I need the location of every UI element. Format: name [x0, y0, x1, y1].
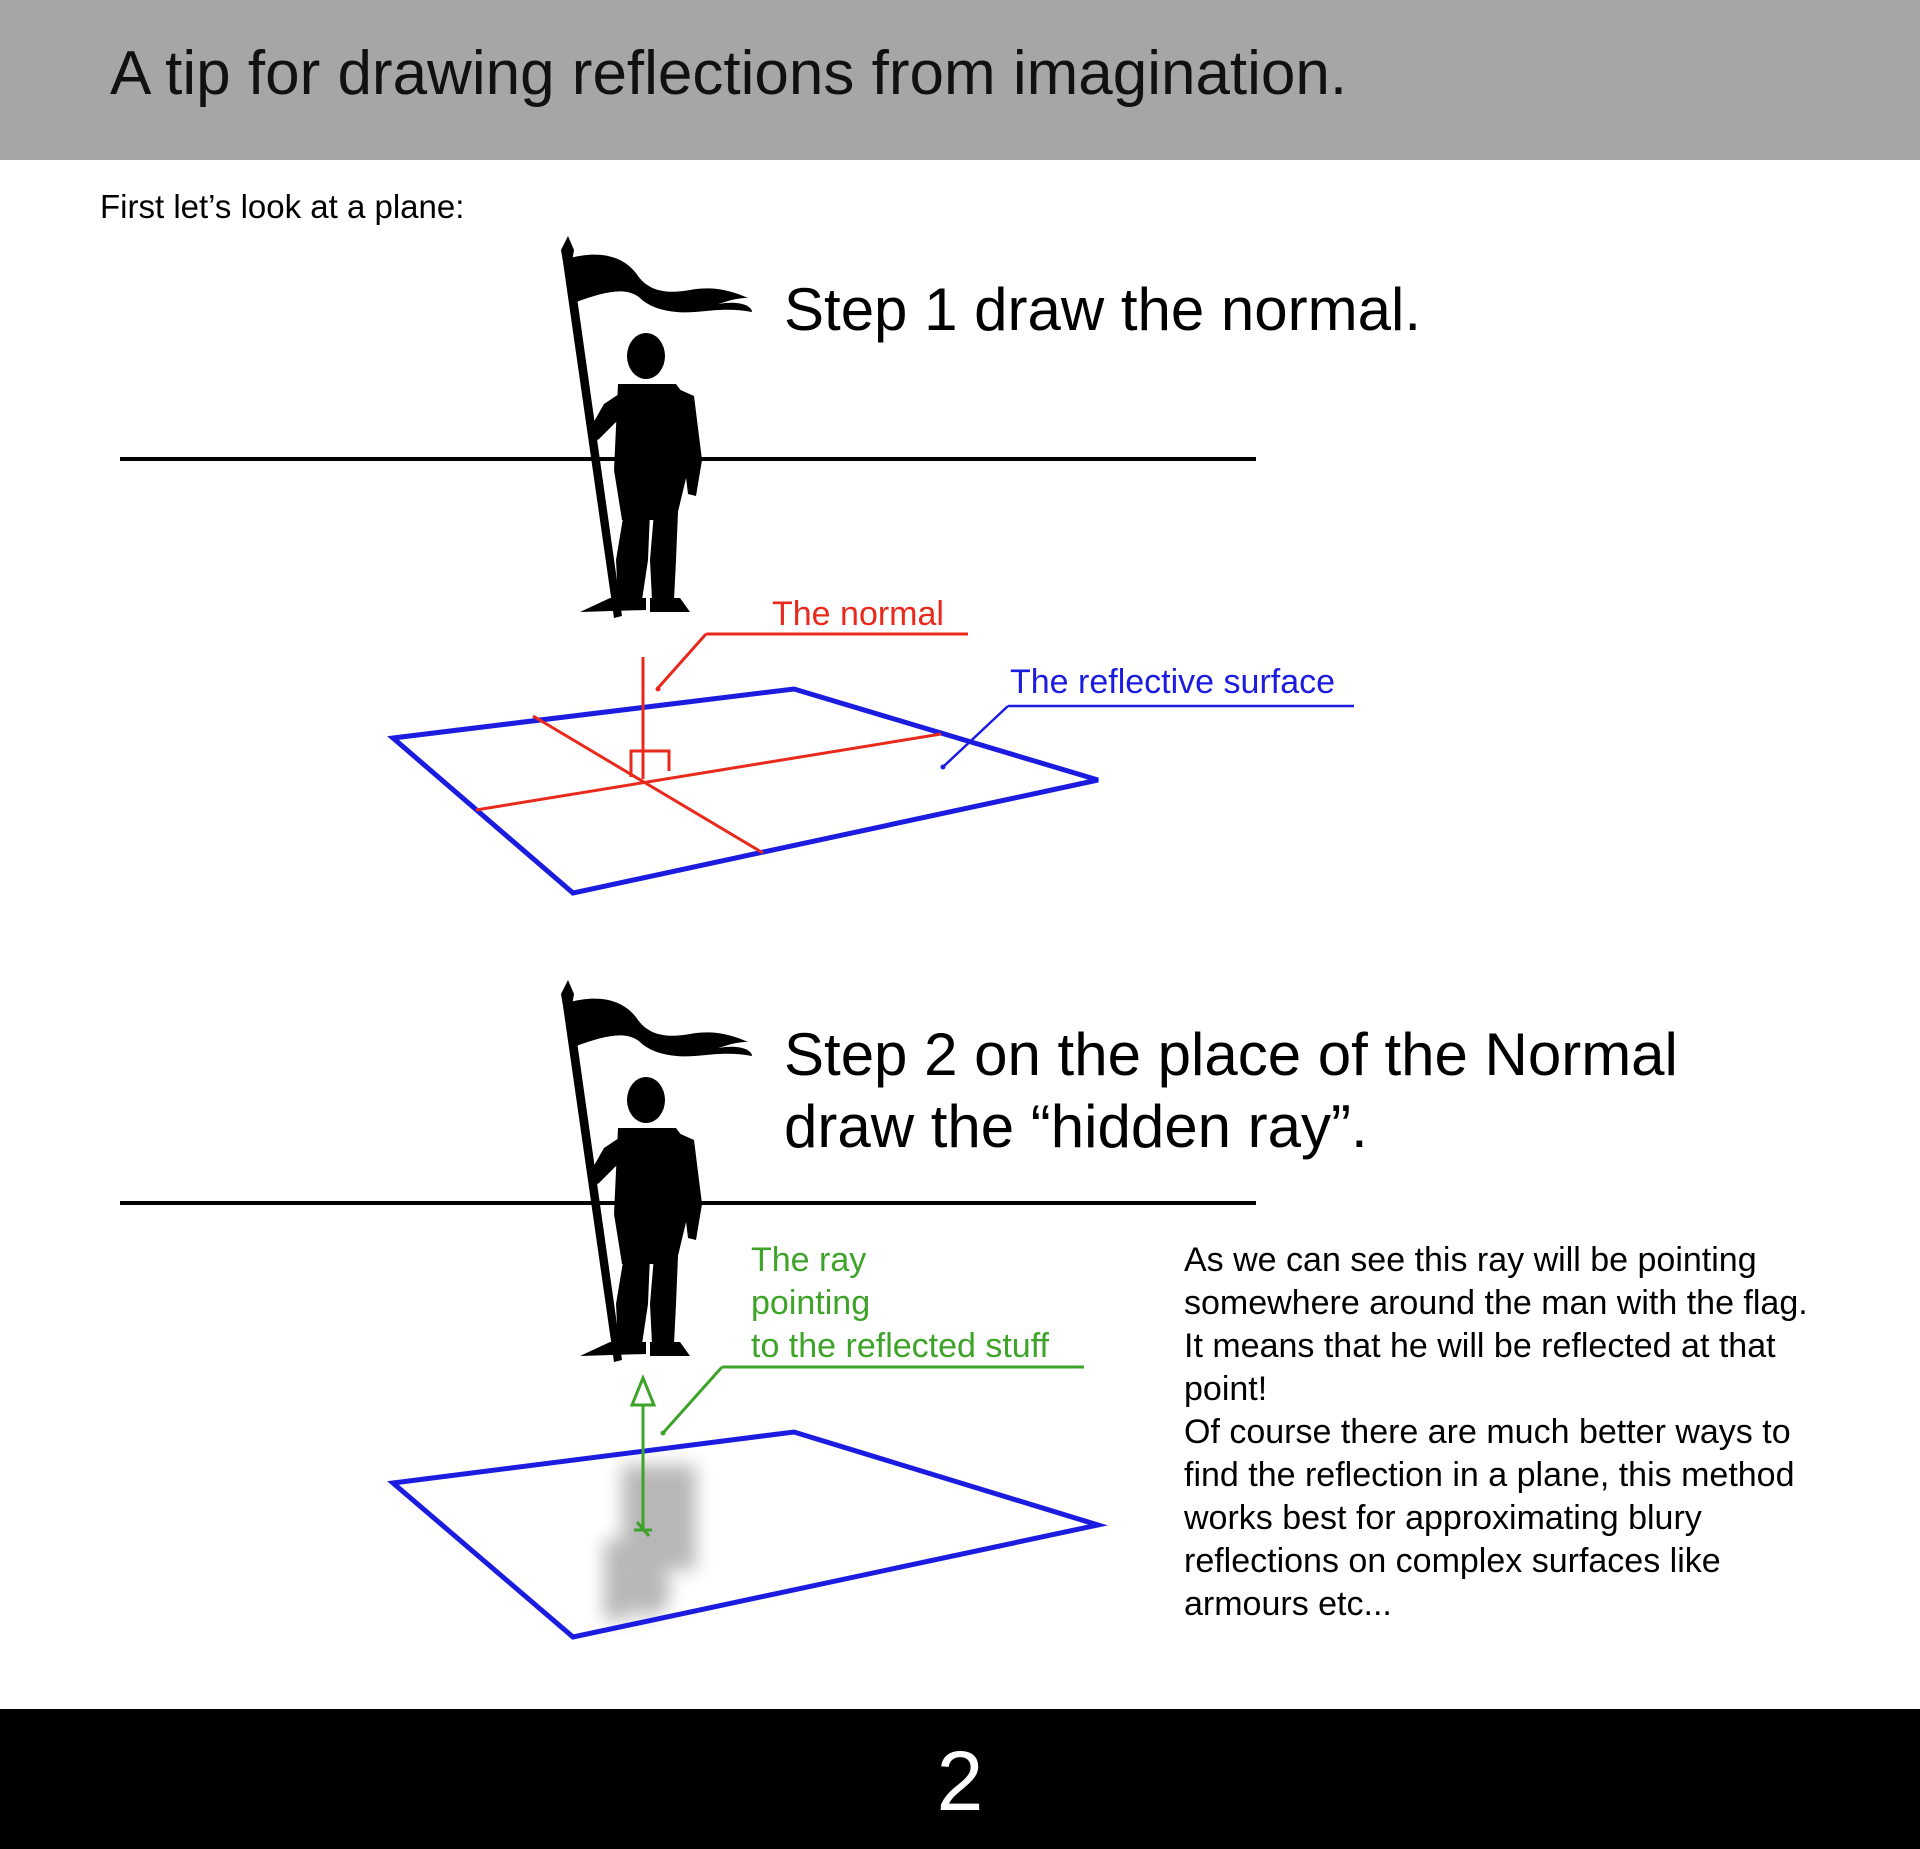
- step2-heading: Step 2 on the place of the Normal draw t…: [784, 1019, 1678, 1163]
- page-number: 2: [936, 1734, 984, 1828]
- normal-construction: [475, 632, 968, 855]
- explanation-line: somewhere around the man with the flag.: [1184, 1284, 1808, 1322]
- step2-heading-line: Step 2 on the place of the Normal: [784, 1021, 1678, 1088]
- knight-silhouette-icon: [561, 980, 752, 1362]
- explanation-line: find the reflection in a plane, this met…: [1184, 1456, 1795, 1494]
- intro-text: First let’s look at a plane:: [100, 188, 465, 225]
- page-title: A tip for drawing reflections from imagi…: [110, 39, 1348, 108]
- reflection-diagram: [120, 236, 1354, 1640]
- reflective-surface-label: The reflective surface: [1010, 663, 1336, 701]
- reflection-shadow-icon: [604, 1465, 696, 1620]
- panel-step1: [120, 236, 1354, 896]
- explanation-line: As we can see this ray will be pointing: [1184, 1241, 1757, 1279]
- explanation-paragraph: As we can see this ray will be pointing …: [1184, 1239, 1808, 1626]
- explanation-line: reflections on complex surfaces like: [1184, 1542, 1721, 1580]
- explanation-line: works best for approximating blury: [1184, 1499, 1702, 1537]
- normal-label: The normal: [772, 595, 944, 633]
- ray-label-line: to the reflected stuff: [751, 1327, 1049, 1365]
- explanation-line: armours etc...: [1184, 1585, 1392, 1623]
- header-bar: A tip for drawing reflections from imagi…: [0, 0, 1920, 160]
- ray-label: The ray pointing to the reflected stuff: [751, 1239, 1049, 1368]
- hidden-ray-arrow: [629, 1365, 1084, 1537]
- step1-heading: Step 1 draw the normal.: [784, 276, 1422, 343]
- step2-heading-line: draw the “hidden ray”.: [784, 1093, 1368, 1160]
- knight-silhouette-icon: [561, 236, 752, 618]
- explanation-line: It means that he will be reflected at th…: [1184, 1327, 1776, 1365]
- ray-pointer-dot: [660, 1430, 666, 1436]
- explanation-line: point!: [1184, 1370, 1268, 1408]
- explanation-line: Of course there are much better ways to: [1184, 1413, 1791, 1451]
- normal-pointer-dot: [655, 686, 661, 692]
- reflective-plane: [387, 1429, 1108, 1640]
- surface-pointer-dot: [940, 764, 946, 770]
- footer-bar: 2: [0, 1709, 1920, 1849]
- reflective-plane: [387, 686, 1099, 896]
- surface-leader-line: [943, 704, 1354, 767]
- panel-step2: [120, 980, 1256, 1640]
- ray-label-line: The ray: [751, 1241, 867, 1279]
- ray-label-line: pointing: [751, 1284, 871, 1322]
